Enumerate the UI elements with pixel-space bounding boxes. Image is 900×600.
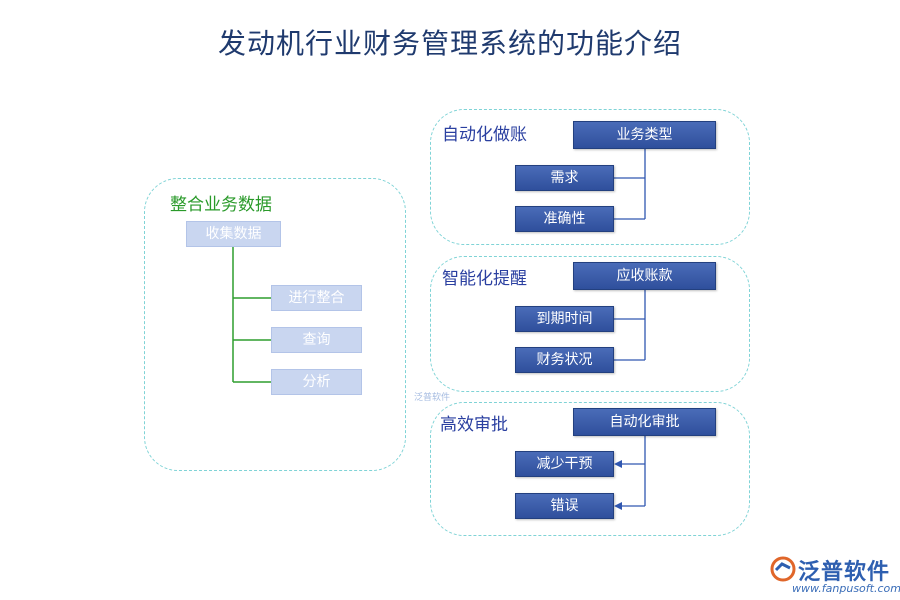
panel-efficient-approval: [430, 402, 750, 536]
receivables-box: 应收账款: [573, 262, 716, 290]
query-box: 查询: [271, 327, 362, 353]
panel-auto-bookkeeping: [430, 109, 750, 245]
auto-approval-box: 自动化审批: [573, 408, 716, 436]
arrow-heads: [614, 460, 622, 510]
panel-smart-reminder: [430, 256, 750, 392]
analyze-box: 分析: [271, 369, 362, 395]
demand-box: 需求: [515, 165, 614, 191]
business-type-box: 业务类型: [573, 121, 716, 149]
page-title: 发动机行业财务管理系统的功能介绍: [217, 27, 682, 60]
logo-url: www.fanpusoft.com: [792, 582, 900, 595]
left-panel-heading: 整合业务数据: [170, 195, 272, 215]
panel-smart-reminder-heading: 智能化提醒: [442, 269, 527, 289]
reduce-intervention-box: 减少干预: [515, 451, 614, 477]
financial-status-box: 财务状况: [515, 347, 614, 373]
right-tree-lines: [614, 149, 646, 507]
left-panel: [144, 178, 406, 471]
due-time-box: 到期时间: [515, 306, 614, 332]
accuracy-box: 准确性: [515, 206, 614, 232]
watermark: 泛普软件: [414, 393, 451, 403]
logo-mark-icon: [770, 556, 796, 582]
panel-efficient-approval-heading: 高效审批: [440, 415, 508, 435]
left-tree-lines: [232, 247, 271, 383]
collect-data-box: 收集数据: [186, 221, 281, 247]
logo-name: 泛普软件: [798, 560, 891, 585]
integrate-box: 进行整合: [271, 285, 362, 311]
panel-auto-bookkeeping-heading: 自动化做账: [442, 125, 527, 145]
error-box: 错误: [515, 493, 614, 519]
brand-logo: 泛普软件 www.fanpusoft.com: [770, 552, 900, 596]
